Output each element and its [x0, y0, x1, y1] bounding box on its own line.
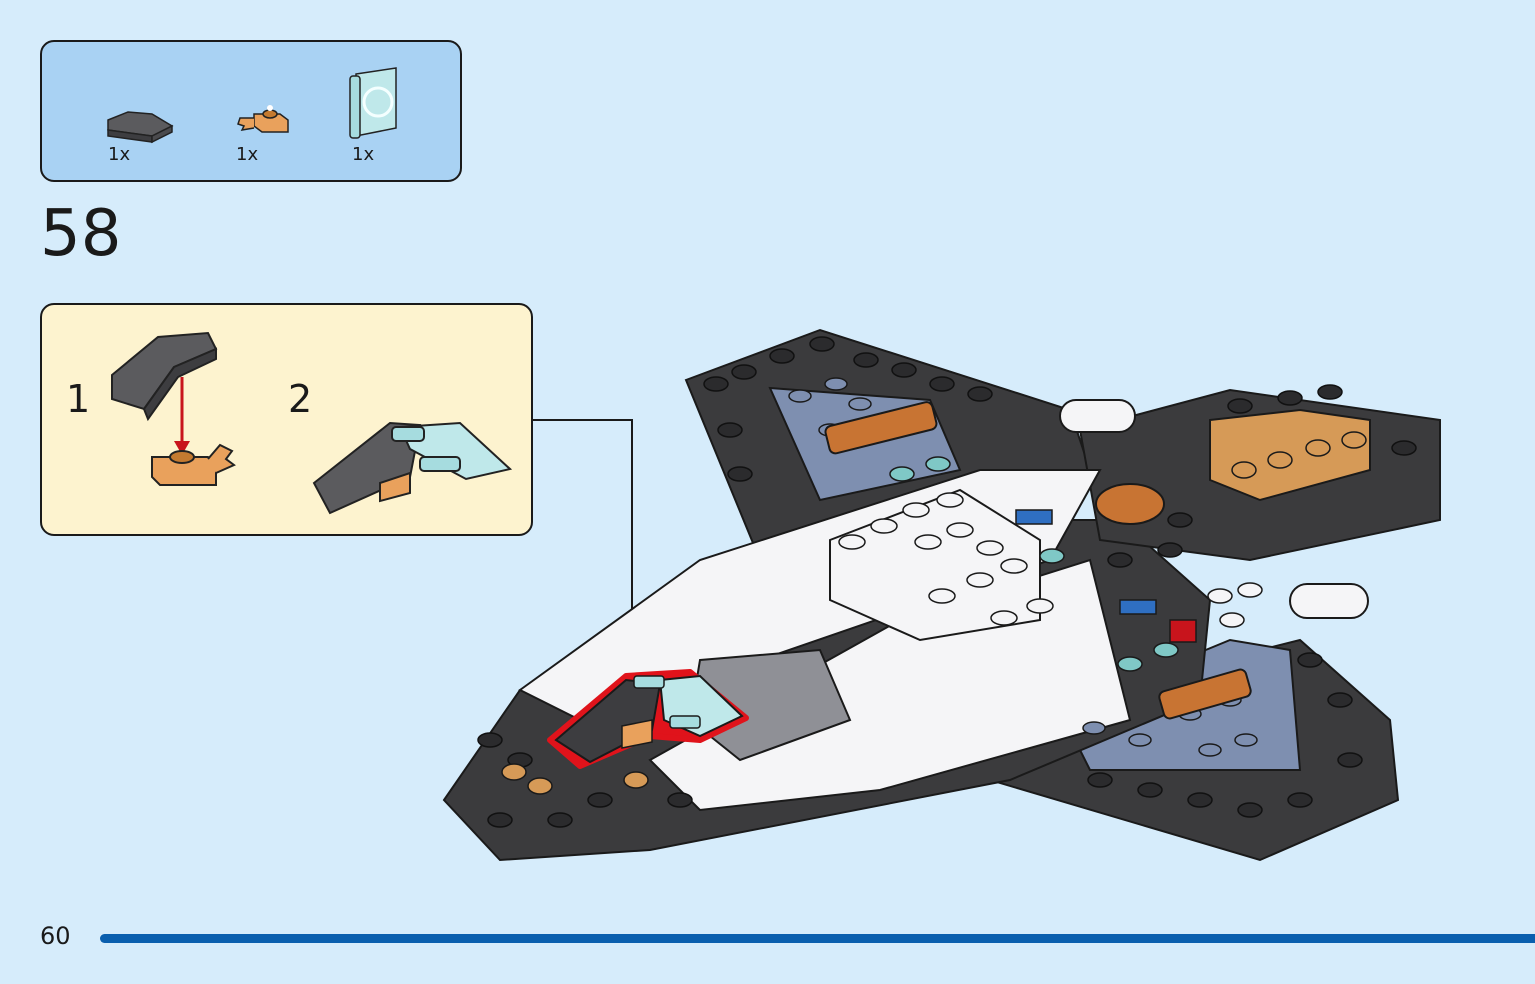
part-quantity: 1x — [108, 144, 131, 165]
footer-progress-bar — [100, 934, 1535, 943]
curved-slope-part-icon — [107, 111, 174, 144]
sub-step-1-illustration — [111, 331, 236, 486]
part-quantity: 1x — [236, 144, 259, 165]
sub-step-2-illustration — [312, 421, 513, 515]
part-quantity: 1x — [352, 144, 375, 165]
parts-list-box: 1x 1x 1x — [40, 40, 462, 182]
sub-step-2-label: 2 — [288, 377, 313, 421]
windscreen-part-icon — [349, 67, 397, 139]
sub-assembly-box: 1 2 — [40, 303, 533, 536]
new-part-highlight — [547, 669, 749, 769]
sub-step-1-label: 1 — [66, 377, 91, 421]
plate-clip-part-icon — [237, 105, 289, 133]
step-number: 58 — [40, 197, 122, 271]
page-number: 60 — [40, 922, 71, 950]
callout-connector-line — [533, 419, 633, 640]
